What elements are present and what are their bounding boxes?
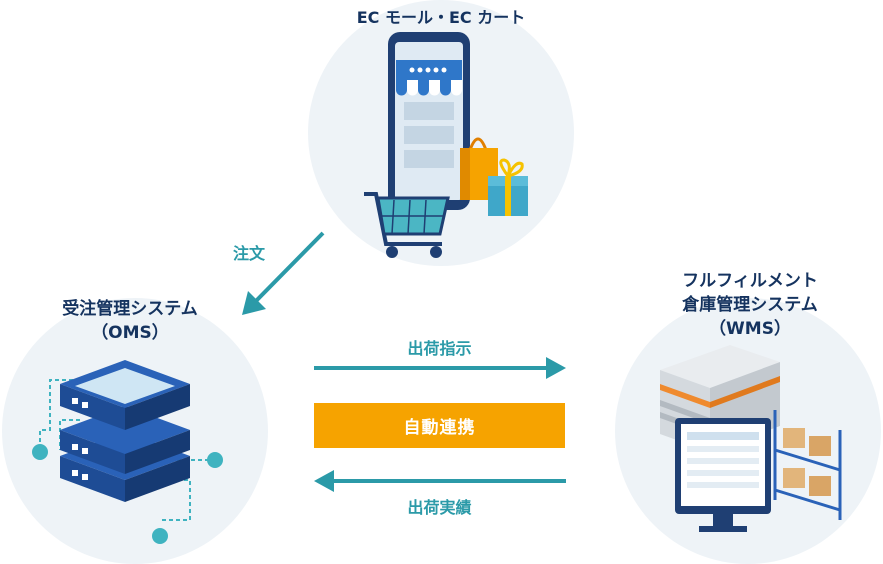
shopping-cart-icon <box>364 192 450 258</box>
shelf-boxes-icon <box>773 410 842 520</box>
auto-sync-bar: 自動連携 <box>314 403 565 448</box>
wms-warehouse-illustration <box>660 345 842 532</box>
monitor-icon <box>675 418 771 532</box>
shipping-result-arrow <box>314 470 566 492</box>
gift-box-icon <box>488 158 528 216</box>
ec-store-illustration <box>364 32 528 258</box>
shipping-instruction-arrow <box>314 357 566 379</box>
wms-title-line3: （WMS） <box>709 319 791 339</box>
shipping-result-label: 出荷実績 <box>407 498 472 517</box>
order-label: 注文 <box>233 244 266 263</box>
wms-title-line2: 倉庫管理システム <box>682 295 818 315</box>
server-stack-icon <box>60 360 190 502</box>
wms-title-line1: フルフィルメント <box>682 271 818 291</box>
shipping-instruction-label: 出荷指示 <box>407 339 472 358</box>
oms-title-line2: （OMS） <box>91 323 169 343</box>
smartphone-icon <box>388 32 470 210</box>
oms-server-illustration <box>32 360 223 544</box>
oms-title-line1: 受注管理システム <box>62 299 198 319</box>
order-arrow <box>242 231 325 315</box>
ec-title: EC モール・EC カート <box>356 8 526 27</box>
